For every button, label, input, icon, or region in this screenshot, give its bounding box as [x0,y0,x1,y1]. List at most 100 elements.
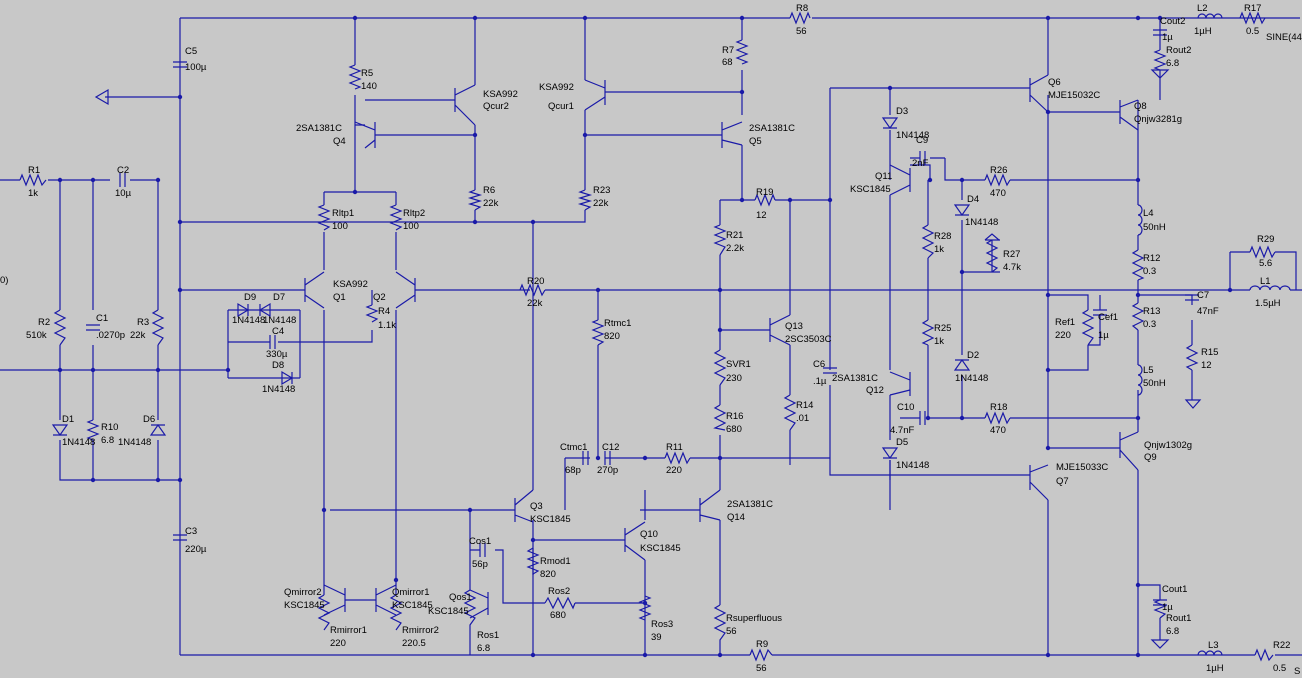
label-l5: L5 [1143,365,1154,376]
diodes [51,117,971,460]
label-cout1-value: 1µ [1162,602,1173,613]
label-c6-value: .1µ [813,376,827,387]
wires [0,17,1302,656]
label-r18-value: 470 [990,425,1006,436]
label-d2: D2 [967,350,979,361]
label-d4-value: 1N4148 [965,217,998,228]
label-qcur1-type: KSA992 [539,82,574,93]
label-r12: R12 [1143,253,1160,264]
label-qos1-type: KSC1845 [428,606,469,617]
label-r6-value: 22k [483,198,499,209]
label-q3: Q3 [530,501,543,512]
label-r4: R4 [378,306,390,317]
label-r11-value: 220 [666,465,682,476]
label-r7: R7 [722,45,734,56]
label-q14-type: 2SA1381C [727,499,773,510]
label-r28: R28 [934,231,951,242]
label-ref1: Ref1 [1055,317,1075,328]
label-r19-value: 12 [756,210,767,221]
label-r14-value: .01 [796,413,809,424]
resistors [19,11,1276,662]
label-q11-type: KSC1845 [850,184,891,195]
label-r16: R16 [726,411,743,422]
label-l2: L2 [1197,3,1208,14]
label-c1: C1 [96,313,108,324]
label-r18: R18 [990,402,1007,413]
label-l1: L1 [1260,276,1271,287]
label-rout1-value: 6.8 [1166,626,1179,637]
label-rmod1: Rmod1 [540,556,571,567]
label-rout2-value: 6.8 [1166,58,1179,69]
label-q5-type: 2SA1381C [749,123,795,134]
label-cout1: Cout1 [1162,584,1187,595]
label-qcur2-type: KSA992 [483,89,518,100]
label-q7-type: MJE15033C [1056,462,1108,473]
label-r23-value: 22k [593,198,609,209]
label-r29: R29 [1257,234,1274,245]
label-q6-type: MJE15032C [1048,90,1100,101]
label-d4: D4 [967,194,979,205]
label-ros2-value: 680 [550,610,566,621]
label-r26-value: 470 [990,188,1006,199]
label-q9-type: Qnjw1302g [1144,440,1192,451]
label-r20-value: 22k [527,298,543,309]
label-l2-value: 1µH [1194,26,1212,37]
label-c7: C7 [1197,290,1209,301]
label-r2-value: 510k [26,330,47,341]
label-c3-value: 220µ [185,544,207,555]
label-qmirror1: Qmirror1 [392,587,429,598]
label-c2-value: 10µ [115,188,132,199]
label-q13-type: 2SC3503C [785,334,832,345]
label-d6: D6 [143,414,155,425]
label-q4-type: 2SA1381C [296,123,342,134]
label-r27-value: 4.7k [1003,262,1021,273]
label-qmirror1-type: KSC1845 [392,600,433,611]
label-c9-value: 2nF [912,158,929,169]
label-r17: R17 [1244,3,1261,14]
label-r1-value: 1k [28,188,38,199]
label-ctmc1: Ctmc1 [560,442,587,453]
label-rout2: Rout2 [1166,45,1191,56]
label-rmirror2: Rmirror2 [402,625,439,636]
label-q9: Q9 [1144,452,1157,463]
label-qmirror2: Qmirror2 [284,587,321,598]
label-rltp1-value: 100 [332,221,348,232]
label-r13: R13 [1143,306,1160,317]
label-r5: R5 [361,68,373,79]
label-q3-type: KSC1845 [530,514,571,525]
label-ctmc1-value: 68p [565,465,581,476]
component-labels: R8 56 R7 68 R5 140 KSA992 Qcur2 KSA992 Q… [0,3,1302,677]
label-l3-value: 1µH [1206,663,1224,674]
label-cos1: Cos1 [469,536,491,547]
label-d2-value: 1N4148 [955,373,988,384]
label-r7-value: 68 [722,57,733,68]
label-q2: Q2 [373,292,386,303]
label-q8: Q8 [1134,101,1147,112]
label-d7-value: 1N4148 [263,315,296,326]
label-ros3-value: 39 [651,632,662,643]
label-c10: C10 [897,402,914,413]
label-l4-value: 50nH [1143,222,1166,233]
label-input-fragment: 0) [0,275,8,286]
label-r10-value: 6.8 [101,435,114,446]
label-q12: Q12 [866,385,884,396]
label-c6: C6 [813,359,825,370]
label-r20: R20 [527,276,544,287]
label-q8-type: Qnjw3281g [1134,114,1182,125]
label-r27: R27 [1003,249,1020,260]
label-r21-value: 2.2k [726,243,744,254]
label-rmirror1: Rmirror1 [330,625,367,636]
label-cout2: Cout2 [1160,16,1185,27]
label-c1-value: .0270p [96,330,125,341]
label-d3: D3 [896,106,908,117]
label-r19: R19 [756,187,773,198]
label-qmirror2-type: KSC1845 [284,600,325,611]
label-ros3: Ros3 [651,619,673,630]
label-r2: R2 [38,317,50,328]
label-q4: Q4 [333,136,346,147]
label-q7: Q7 [1056,476,1069,487]
label-c2: C2 [117,165,129,176]
label-r8-value: 56 [796,26,807,37]
label-r3: R3 [137,317,149,328]
label-r13-value: 0.3 [1143,319,1156,330]
